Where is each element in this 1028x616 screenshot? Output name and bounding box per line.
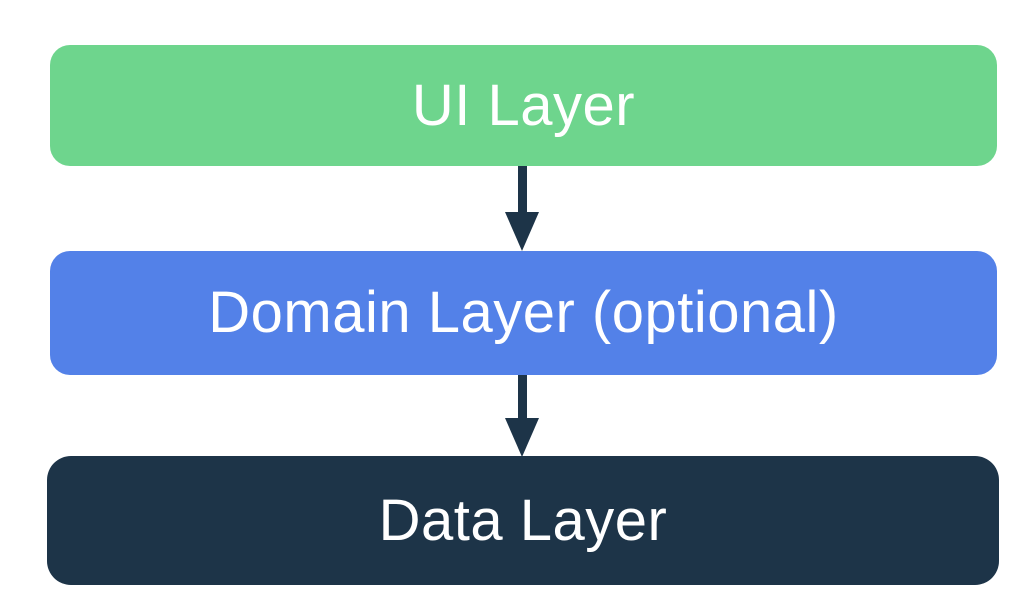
node-data-layer-label: Data Layer [378,487,668,553]
arrow-down-icon [505,212,539,251]
node-data-layer: Data Layer [47,456,999,585]
arrow-shaft [517,166,527,214]
arrow-shaft [517,375,527,420]
node-ui-layer: UI Layer [50,45,997,166]
node-domain-layer-label: Domain Layer (optional) [208,280,839,345]
arrow-down-icon [505,418,539,457]
node-domain-layer: Domain Layer (optional) [50,251,997,375]
node-ui-layer-label: UI Layer [411,72,636,138]
edge-domain-to-data [505,375,539,457]
edge-ui-to-domain [505,166,539,251]
